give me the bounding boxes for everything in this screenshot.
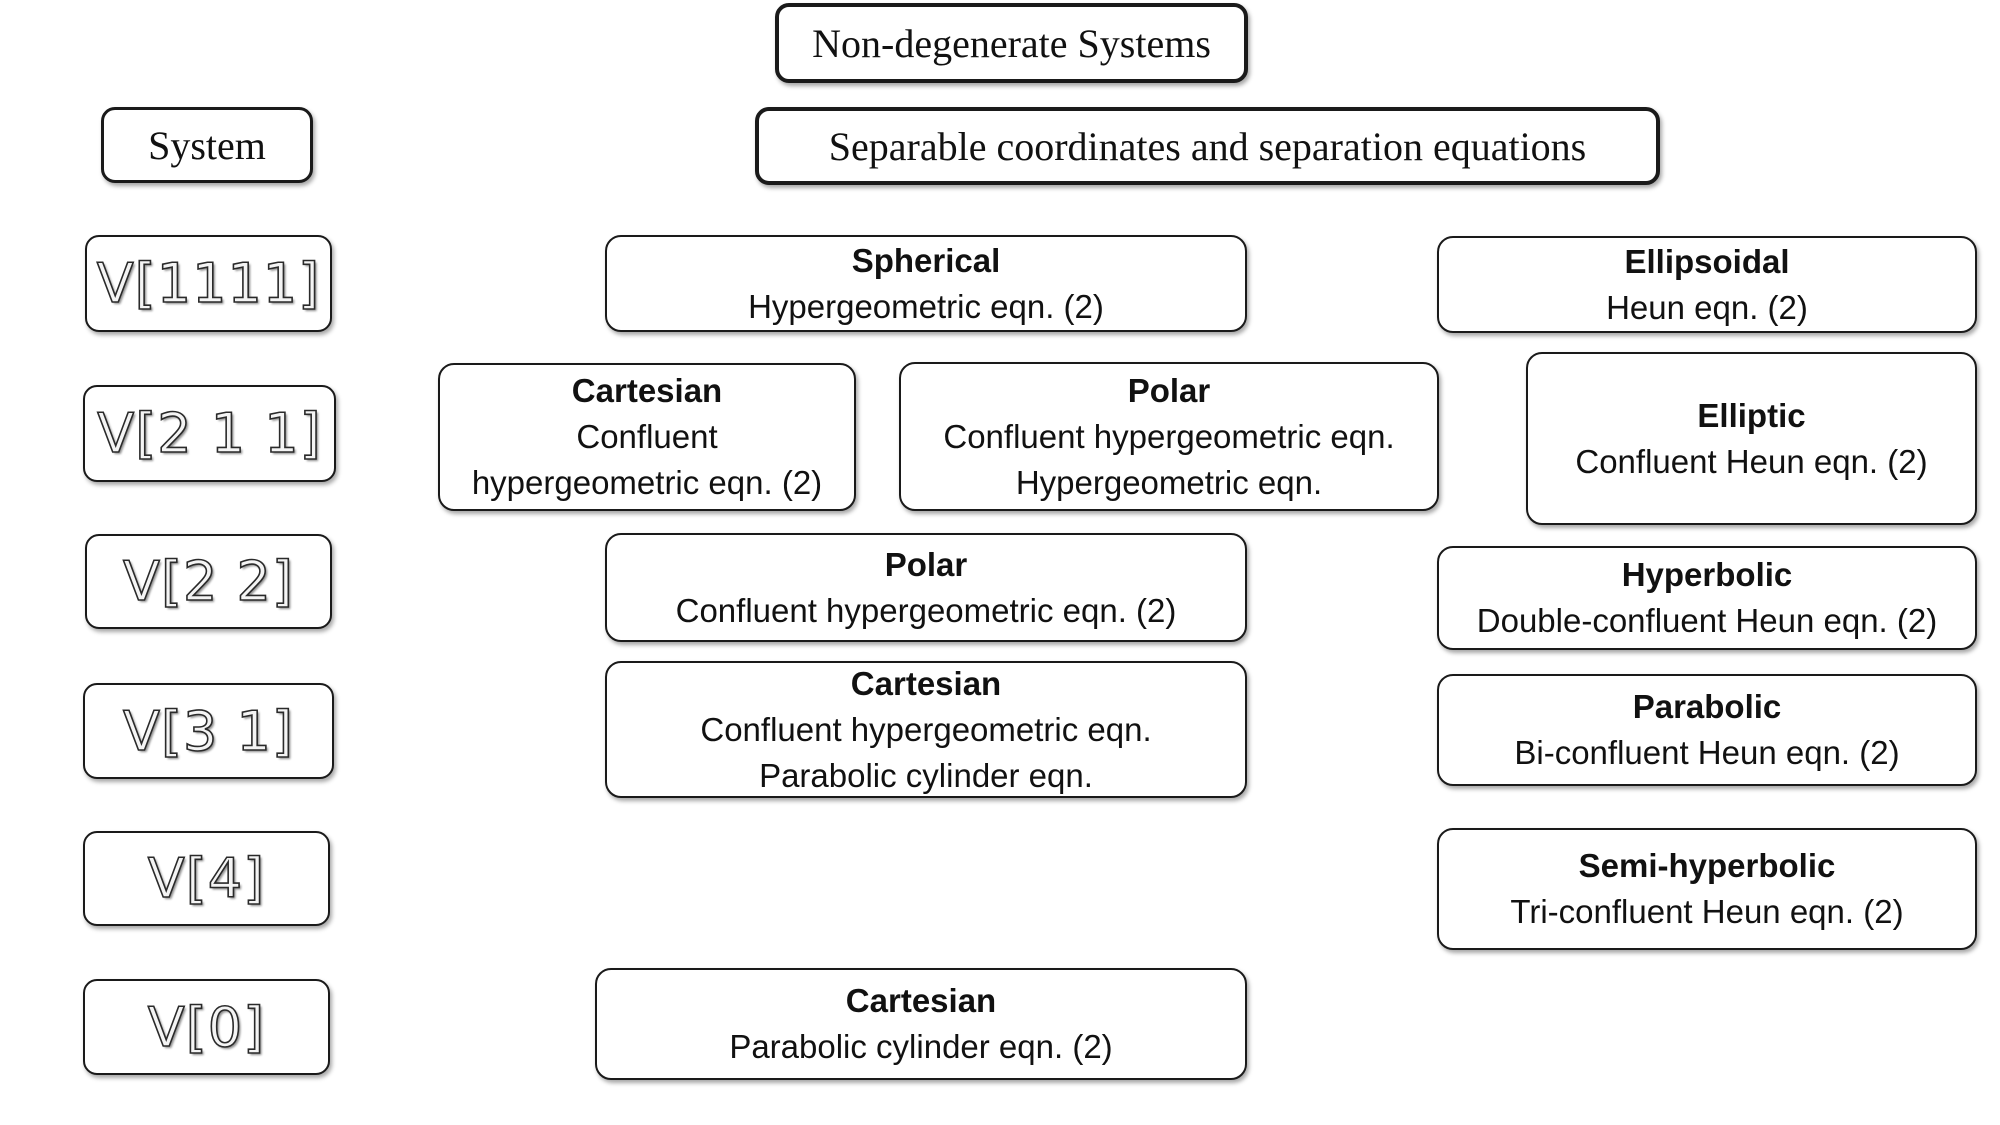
coord-box-v31-parabolic: Parabolic Bi-confluent Heun eqn. (2)	[1437, 674, 1977, 786]
coord-name: Cartesian	[850, 664, 1002, 702]
coord-eqn: hypergeometric eqn. (2)	[471, 464, 823, 501]
system-box-v1111: V[1111]	[85, 235, 332, 332]
coord-eqn: Parabolic cylinder eqn. (2)	[729, 1028, 1113, 1065]
coord-name: Spherical	[851, 241, 1001, 279]
coord-box-v211-polar: Polar Confluent hypergeometric eqn. Hype…	[899, 362, 1439, 511]
system-label: V[3 1]	[122, 699, 294, 764]
system-box-v31: V[3 1]	[83, 683, 334, 779]
coord-name: Semi-hyperbolic	[1578, 847, 1836, 884]
system-box-v0: V[0]	[83, 979, 330, 1075]
coord-name: Elliptic	[1697, 396, 1806, 434]
coord-box-v1111-spherical: Spherical Hypergeometric eqn. (2)	[605, 235, 1247, 332]
system-label: V[0]	[147, 995, 266, 1060]
system-label: V[2 1 1]	[96, 401, 322, 466]
coord-box-v211-cartesian: Cartesian Confluent hypergeometric eqn. …	[438, 363, 856, 511]
coord-eqn: Double-confluent Heun eqn. (2)	[1476, 602, 1938, 639]
coord-eqn: Parabolic cylinder eqn.	[759, 756, 1093, 794]
coord-box-v0-cartesian: Cartesian Parabolic cylinder eqn. (2)	[595, 968, 1247, 1080]
coords-header-box: Separable coordinates and separation equ…	[755, 107, 1660, 185]
coord-name: Polar	[884, 545, 968, 583]
coord-box-v1111-ellipsoidal: Ellipsoidal Heun eqn. (2)	[1437, 236, 1977, 333]
coord-name: Cartesian	[845, 982, 997, 1019]
title-box: Non-degenerate Systems	[775, 3, 1248, 83]
coord-box-v22-polar: Polar Confluent hypergeometric eqn. (2)	[605, 533, 1247, 642]
system-label: V[2 2]	[122, 549, 294, 614]
coord-box-v211-elliptic: Elliptic Confluent Heun eqn. (2)	[1526, 352, 1977, 525]
coord-eqn: Confluent Heun eqn. (2)	[1575, 442, 1928, 480]
coord-name: Parabolic	[1632, 688, 1782, 725]
title-text: Non-degenerate Systems	[812, 20, 1211, 66]
coord-eqn: Bi-confluent Heun eqn. (2)	[1514, 734, 1900, 771]
coord-name: Hyperbolic	[1621, 556, 1793, 593]
coord-eqn: Confluent hypergeometric eqn.	[943, 417, 1395, 455]
coord-box-v4-semihyperbolic: Semi-hyperbolic Tri-confluent Heun eqn. …	[1437, 828, 1977, 950]
system-label: V[1111]	[96, 251, 321, 316]
system-header-text: System	[148, 122, 266, 168]
coord-eqn: Hypergeometric eqn. (2)	[748, 287, 1104, 325]
system-box-v4: V[4]	[83, 831, 330, 926]
coord-eqn: Confluent hypergeometric eqn.	[700, 710, 1152, 748]
system-header-box: System	[101, 107, 313, 183]
system-box-v211: V[2 1 1]	[83, 385, 336, 482]
coord-eqn: Tri-confluent Heun eqn. (2)	[1510, 893, 1904, 930]
coord-name: Ellipsoidal	[1624, 242, 1790, 280]
coords-header-text: Separable coordinates and separation equ…	[828, 123, 1587, 169]
coord-eqn: Heun eqn. (2)	[1606, 288, 1808, 326]
coord-eqn: Hypergeometric eqn.	[1015, 463, 1323, 501]
coord-box-v31-cartesian: Cartesian Confluent hypergeometric eqn. …	[605, 661, 1247, 798]
coord-eqn: Confluent hypergeometric eqn. (2)	[675, 591, 1177, 629]
coord-name: Cartesian	[571, 372, 723, 409]
coord-eqn: Confluent	[576, 418, 718, 455]
coord-box-v22-hyperbolic: Hyperbolic Double-confluent Heun eqn. (2…	[1437, 546, 1977, 650]
system-label: V[4]	[147, 846, 266, 911]
coord-name: Polar	[1127, 371, 1211, 409]
system-box-v22: V[2 2]	[85, 534, 332, 629]
